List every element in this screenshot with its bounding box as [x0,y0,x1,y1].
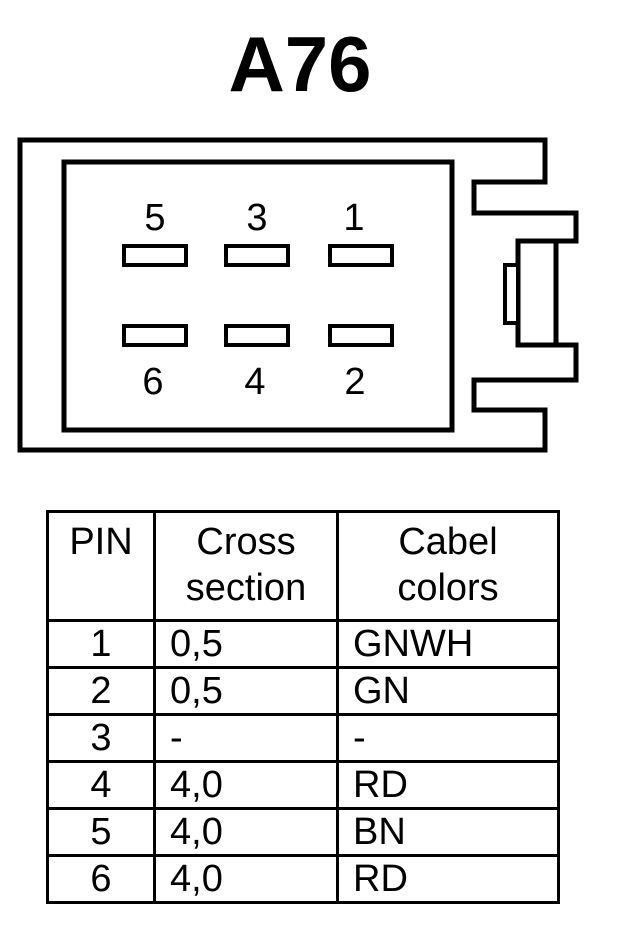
table-row: 5 4,0 BN [46,807,560,857]
connector-title: A76 [228,20,372,108]
header-cross-section: Cross section [153,510,339,622]
pin-label-6: 6 [142,361,163,403]
cell-cable-color: GN [336,666,560,716]
pin-slot-1 [328,244,394,267]
cell-cable-color: BN [336,807,560,857]
cell-pin: 6 [46,854,156,904]
pin-label-3: 3 [246,197,267,239]
header-pin: PIN [46,510,156,622]
pin-slot-2 [328,324,394,347]
pin-label-5: 5 [144,197,165,239]
latch-tab [503,263,520,325]
table-row: 4 4,0 RD [46,760,560,810]
table-row: 3 - - [46,713,560,763]
connector-cavity [61,159,455,433]
cell-cable-color: RD [336,854,560,904]
pin-label-2: 2 [344,361,365,403]
header-cross-line2: section [185,567,307,609]
pin-label-4: 4 [244,361,265,403]
cell-cross-section: 4,0 [153,807,339,857]
header-color-line2: colors [397,567,499,609]
table-row: 6 4,0 RD [46,854,560,904]
pin-assignment-table: PIN Cross section Cabel colors 1 0,5 GNW… [46,510,560,904]
cell-pin: 2 [46,666,156,716]
header-cross-line1: Cross [196,521,296,563]
cell-pin: 3 [46,713,156,763]
pin-slot-6 [122,324,188,347]
cell-pin: 4 [46,760,156,810]
cell-cable-color: RD [336,760,560,810]
pin-slot-4 [224,324,290,347]
cell-cable-color: - [336,713,560,763]
cell-cross-section: - [153,713,339,763]
cell-pin: 5 [46,807,156,857]
pin-slot-3 [224,244,290,267]
table-header-row: PIN Cross section Cabel colors [46,510,560,622]
cell-cross-section: 4,0 [153,854,339,904]
cell-cable-color: GNWH [336,619,560,669]
table-row: 2 0,5 GN [46,666,560,716]
cell-pin: 1 [46,619,156,669]
cell-cross-section: 0,5 [153,619,339,669]
header-color-line1: Cabel [398,521,498,563]
cell-cross-section: 4,0 [153,760,339,810]
cell-cross-section: 0,5 [153,666,339,716]
pin-slot-5 [122,244,188,267]
connector-diagram: 5 3 1 6 4 2 [17,137,579,453]
pin-label-1: 1 [343,197,364,239]
table-row: 1 0,5 GNWH [46,619,560,669]
header-cable-colors: Cabel colors [336,510,560,622]
